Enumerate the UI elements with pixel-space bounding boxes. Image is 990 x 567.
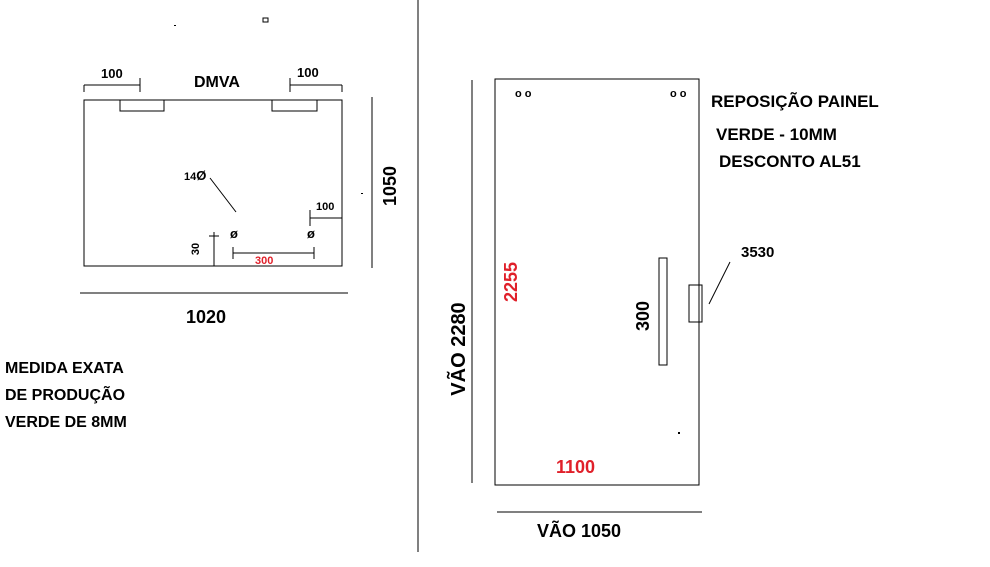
dim-opening-height-label: VÃO 2280	[448, 302, 470, 396]
dim-top-right-label: 100	[297, 65, 319, 80]
dim-handle-label: 300	[633, 300, 653, 332]
top-right-marks: o o	[670, 88, 687, 100]
note-line-1: MEDIDA EXATA	[5, 360, 124, 377]
handle-code-label: 3530	[741, 244, 775, 261]
hole-diameter-label: 14Ø	[184, 168, 207, 183]
note-line-2: DE PRODUÇÃO	[5, 387, 126, 404]
dim-width-left-label: 1020	[186, 307, 227, 327]
left-hinge-slot-right	[271, 99, 318, 112]
note-line-3: VERDE DE 8MM	[5, 414, 127, 431]
leader-hole-diameter	[209, 177, 237, 213]
right-title-line-2: VERDE - 10MM	[716, 125, 837, 144]
leader-handle-code	[708, 261, 731, 305]
dot-mark	[678, 432, 680, 434]
lock-block	[688, 284, 703, 323]
dot-mark	[174, 25, 176, 26]
dot-mark	[361, 193, 363, 194]
hole-symbol-left: ø	[230, 226, 238, 241]
left-panel-outline	[83, 99, 343, 267]
dim-bottom-label: 30	[190, 242, 202, 256]
left-panel-title: DMVA	[194, 74, 240, 91]
dim-inner-width-label: 1100	[556, 457, 596, 477]
right-title-line-3: DESCONTO AL51	[719, 152, 861, 171]
hole-symbol-right: ø	[307, 226, 315, 241]
dim-hole-spacing-label: 300	[255, 255, 274, 267]
dim-side-right-label: 100	[316, 201, 335, 213]
right-panel-outline	[494, 78, 700, 486]
small-square-mark	[262, 17, 269, 23]
right-title-line-1: REPOSIÇÃO PAINEL	[711, 92, 879, 111]
top-left-marks: o o	[515, 88, 532, 100]
dim-top-left-label: 100	[101, 66, 123, 81]
dim-height-left-label: 1050	[380, 165, 400, 207]
left-hinge-slot-left	[119, 99, 165, 112]
dim-opening-width-label: VÃO 1050	[537, 521, 622, 541]
dim-inner-height-label: 2255	[501, 261, 521, 303]
handle-bar	[658, 257, 668, 366]
